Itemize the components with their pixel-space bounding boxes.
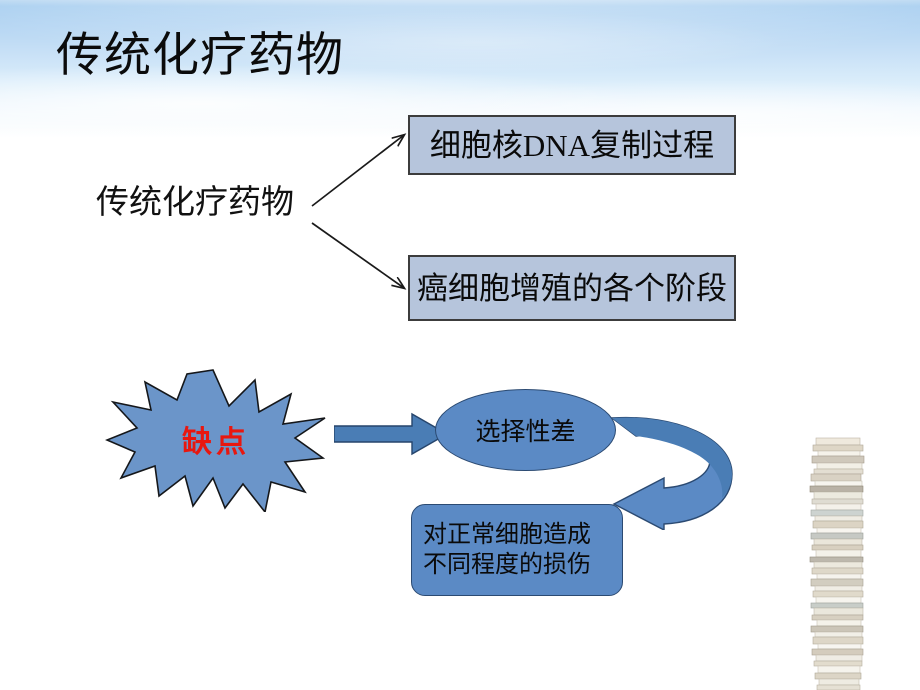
- block-arrow-right: [334, 412, 448, 456]
- target-box-stage: 癌细胞增殖的各个阶段: [408, 255, 736, 321]
- consequence-line-2: 不同程度的损伤: [423, 552, 591, 578]
- target-box-dna: 细胞核DNA复制过程: [408, 115, 736, 175]
- arrow-to-dna-box: [311, 135, 404, 207]
- branch-arrows-group: [311, 110, 430, 310]
- source-label: 传统化疗药物: [96, 185, 294, 221]
- curved-arrow-loop: [610, 416, 733, 530]
- starburst-shape: [105, 369, 326, 512]
- slide-title: 传统化疗药物: [56, 30, 344, 82]
- arrow-to-stage-box: [311, 222, 404, 288]
- consequence-box: 对正常细胞造成 不同程度的损伤: [411, 504, 623, 596]
- ellipse-selectivity: 选择性差: [435, 389, 616, 471]
- stack-of-books-image: [809, 437, 865, 690]
- consequence-line-1: 对正常细胞造成: [423, 522, 591, 548]
